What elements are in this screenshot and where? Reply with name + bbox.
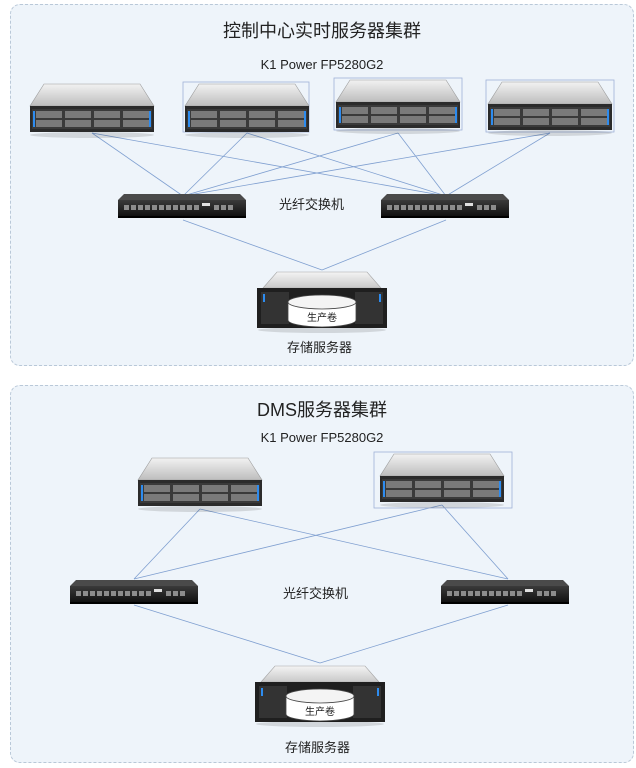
cluster-title: 控制中心实时服务器集群 — [223, 21, 421, 41]
server-model-label: K1 Power FP5280G2 — [260, 430, 384, 445]
production-volume-icon: 生产卷 — [287, 294, 357, 328]
fiber-switch-icon — [441, 580, 569, 604]
rack-server-icon — [487, 81, 613, 137]
production-volume-icon: 生产卷 — [285, 688, 355, 722]
rack-server-icon — [335, 79, 461, 135]
fiber-switch-icon — [70, 580, 198, 604]
link-lines — [91, 132, 551, 271]
rack-server-icon — [29, 83, 155, 139]
switch-label: 光纤交换机 — [279, 197, 345, 212]
volume-label: 生产卷 — [307, 311, 337, 324]
rack-server-icon — [137, 457, 263, 513]
volume-label: 生产卷 — [305, 705, 335, 718]
storage-label: 存储服务器 — [285, 740, 351, 755]
server-highlight-frame — [373, 451, 513, 509]
rack-server-icon — [184, 83, 310, 139]
fiber-switch-icon — [381, 194, 509, 218]
link-lines — [133, 504, 509, 664]
server-model-label: K1 Power FP5280G2 — [260, 57, 384, 72]
storage-label: 存储服务器 — [287, 340, 353, 355]
cluster-title: DMS服务器集群 — [257, 400, 387, 420]
fiber-switch-icon — [118, 194, 246, 218]
switch-label: 光纤交换机 — [283, 586, 349, 601]
rack-server-icon — [379, 453, 505, 509]
